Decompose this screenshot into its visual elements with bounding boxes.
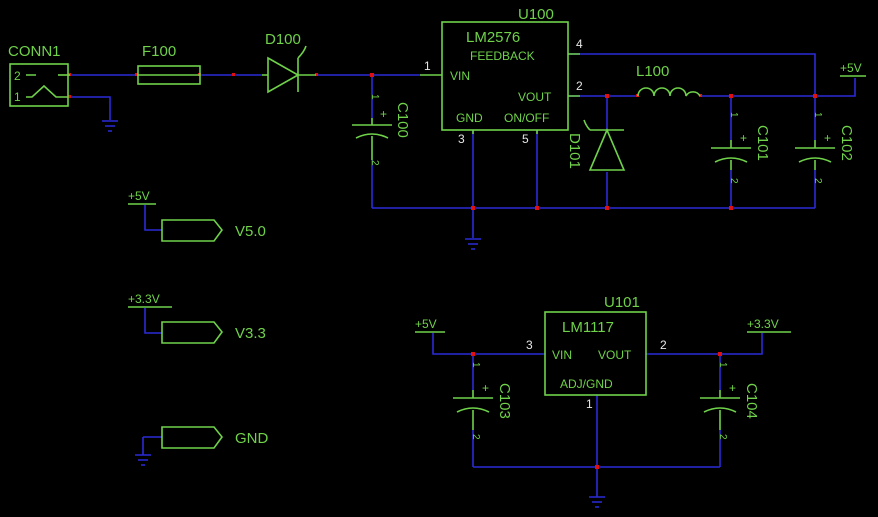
d101-ref: D101 (566, 133, 583, 169)
u100-onoff: ON/OFF (504, 111, 549, 125)
u101-vin: VIN (552, 348, 572, 362)
port-v50-label: V5.0 (235, 223, 266, 240)
power-5v-ldo: +5V (415, 317, 445, 333)
u101-adj: ADJ/GND (560, 377, 613, 391)
c103-pin1: 1 (470, 362, 481, 368)
c102-pin2: 2 (812, 178, 823, 184)
u100-pin2: 2 (576, 79, 583, 93)
ground-symbol-ldo (589, 496, 605, 508)
u101-pin1: 1 (586, 397, 593, 411)
u100-pin4: 4 (576, 37, 583, 51)
c103-plus: + (482, 381, 489, 395)
l100-ref: L100 (636, 63, 669, 80)
power-33v-left-label: +3.3V (128, 292, 160, 306)
u100-gnd: GND (456, 111, 483, 125)
u101-ref: U101 (604, 294, 640, 311)
diode-d101[interactable]: D101 (566, 119, 626, 171)
capacitor-c104[interactable]: + 1 2 C104 (700, 362, 760, 440)
fuse-f100[interactable]: F100 (137, 43, 201, 85)
u101-pin3: 3 (526, 338, 533, 352)
c102-plus: + (824, 131, 831, 145)
u100-name: LM2576 (466, 29, 520, 46)
u100-pin3: 3 (458, 132, 465, 146)
d100-ref: D100 (265, 31, 301, 48)
power-5v-top-label: +5V (840, 61, 862, 75)
u100-vin: VIN (450, 69, 470, 83)
port-v33[interactable]: V3.3 (161, 321, 266, 344)
port-gnd-label: GND (235, 430, 269, 447)
u100-pin1: 1 (424, 59, 431, 73)
conn1-pin2: 2 (14, 69, 21, 83)
diode-d100[interactable]: D100 (262, 31, 316, 94)
u100-vout: VOUT (518, 90, 552, 104)
port-gnd[interactable]: GND (135, 426, 269, 466)
c100-pin2: 2 (369, 160, 380, 166)
c100-plus: + (380, 107, 387, 121)
c103-ref: C103 (496, 383, 513, 419)
power-5v-left-label: +5V (128, 189, 150, 203)
c104-pin2: 2 (717, 434, 728, 440)
power-5v-ldo-label: +5V (415, 317, 437, 331)
ic-u100[interactable]: U100 LM2576 FEEDBACK VIN VOUT GND ON/OFF… (420, 6, 583, 146)
port-v50[interactable]: V5.0 (161, 219, 266, 242)
capacitor-c101[interactable]: + 1 2 C101 (711, 112, 771, 184)
u100-feedback: FEEDBACK (470, 49, 535, 63)
power-5v-top: +5V (840, 61, 866, 77)
connector-conn1[interactable]: CONN1 2 1 (8, 43, 70, 107)
c100-pin1: 1 (369, 94, 380, 100)
power-33v-ldo-label: +3.3V (747, 317, 779, 331)
capacitor-c103[interactable]: + 1 2 C103 (453, 362, 513, 440)
port-v33-label: V3.3 (235, 325, 266, 342)
conn1-pin1: 1 (14, 90, 21, 104)
u101-name: LM1117 (562, 319, 614, 336)
c101-pin2: 2 (728, 178, 739, 184)
power-5v-left: +5V (128, 189, 156, 205)
c102-ref: C102 (838, 125, 855, 161)
c101-plus: + (740, 131, 747, 145)
ground-symbol-u100 (465, 238, 481, 250)
c100-ref: C100 (394, 102, 411, 138)
c104-pin1: 1 (717, 362, 728, 368)
c103-pin2: 2 (470, 434, 481, 440)
u100-ref: U100 (518, 6, 554, 23)
u101-pin2: 2 (660, 338, 667, 352)
capacitor-c102[interactable]: + 1 2 C102 (795, 112, 855, 184)
conn1-ref: CONN1 (8, 43, 61, 60)
ground-symbol-conn (102, 120, 118, 132)
f100-ref: F100 (142, 43, 176, 60)
power-33v-ldo: +3.3V (747, 317, 791, 333)
u101-vout: VOUT (598, 348, 632, 362)
power-33v-left: +3.3V (128, 292, 172, 308)
u100-pin5: 5 (522, 132, 529, 146)
c101-pin1: 1 (728, 112, 739, 118)
c102-pin1: 1 (812, 112, 823, 118)
ic-u101[interactable]: U101 LM1117 VIN VOUT ADJ/GND 3 2 1 (526, 294, 667, 411)
c104-ref: C104 (743, 383, 760, 419)
c104-plus: + (729, 381, 736, 395)
capacitor-c100[interactable]: + 1 2 C100 (352, 94, 411, 166)
c101-ref: C101 (754, 125, 771, 161)
junctions (68, 73, 817, 469)
inductor-l100[interactable]: L100 (636, 63, 701, 100)
